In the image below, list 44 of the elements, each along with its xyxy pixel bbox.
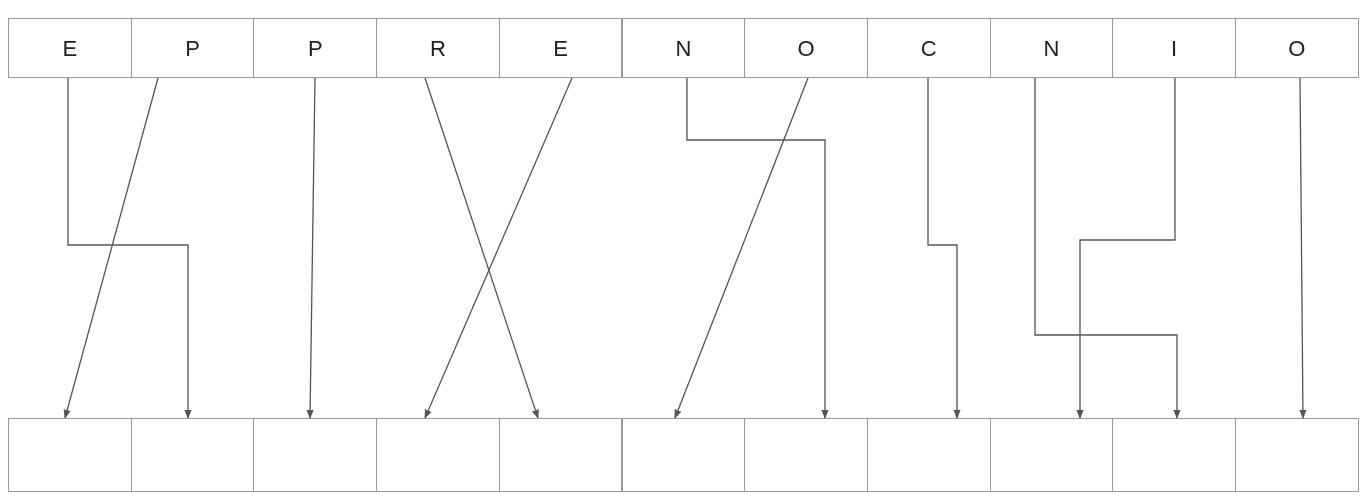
letter-cell	[498, 18, 623, 78]
arrow	[686, 77, 829, 419]
answer-box	[744, 418, 868, 492]
answer-box	[866, 418, 991, 492]
letter: O	[797, 34, 815, 63]
letter: I	[1171, 34, 1178, 63]
letter-cell	[744, 18, 868, 78]
answer-box	[989, 418, 1114, 492]
arrow	[1034, 77, 1181, 419]
answer-box	[8, 418, 132, 492]
answer-box	[1112, 418, 1236, 492]
letter: E	[62, 34, 78, 63]
letter-cell	[866, 18, 991, 78]
letter: N	[675, 34, 692, 63]
letter-cell	[376, 18, 500, 78]
arrow	[424, 77, 573, 419]
arrow	[927, 77, 961, 419]
answer-box	[498, 418, 623, 492]
letter: P	[307, 34, 323, 63]
letter: E	[553, 34, 568, 63]
answer-box	[253, 418, 378, 492]
arrow	[424, 77, 539, 419]
arrow	[674, 77, 809, 419]
letter-cell	[130, 18, 255, 78]
letter-cell	[8, 18, 132, 78]
letter: P	[185, 34, 200, 63]
answer-box	[621, 418, 746, 492]
letter-cell	[1112, 18, 1236, 78]
letter-cell	[989, 18, 1114, 78]
letter-cell	[253, 18, 378, 78]
arrow	[1299, 77, 1307, 419]
arrow	[63, 77, 159, 419]
answer-box	[1235, 418, 1359, 492]
letter-cell	[1235, 18, 1359, 78]
arrow	[67, 77, 192, 419]
letter-cell	[621, 18, 746, 78]
letter: C	[920, 34, 937, 63]
answer-box	[130, 418, 255, 492]
answer-box	[376, 418, 500, 492]
letter: O	[1288, 34, 1306, 63]
arrow	[306, 77, 316, 419]
arrow	[1076, 77, 1176, 419]
letter: N	[1043, 34, 1060, 63]
letter: R	[430, 34, 446, 63]
